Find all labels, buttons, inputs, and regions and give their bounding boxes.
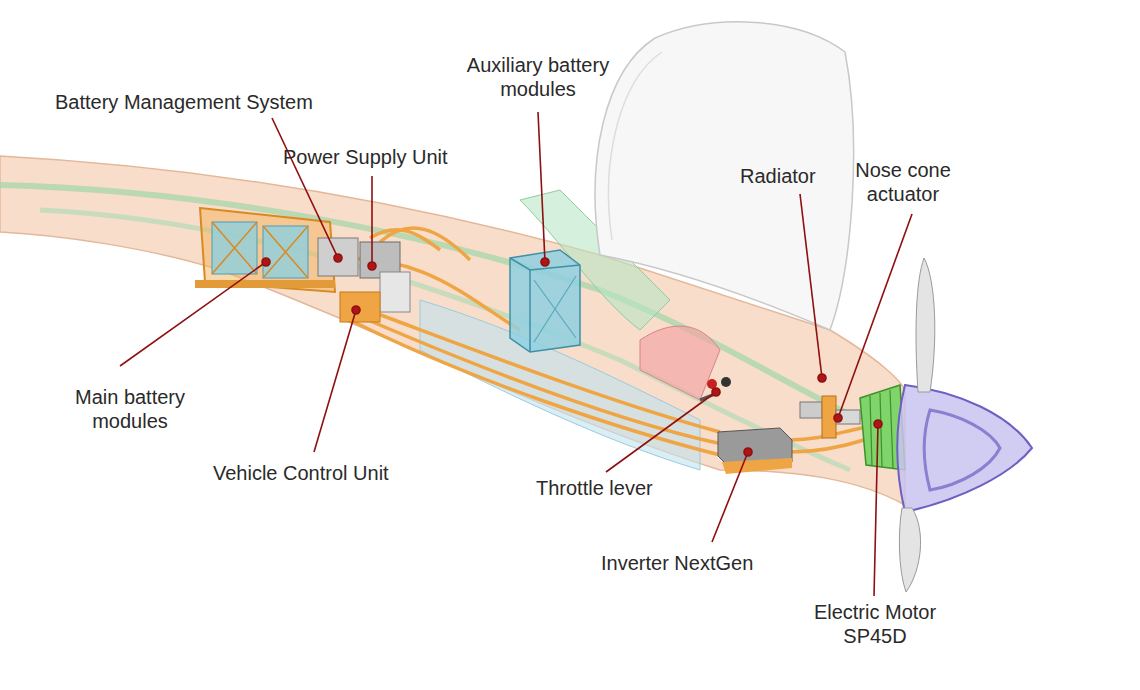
callout-label: Battery Management System <box>55 90 355 114</box>
bms-unit <box>318 238 358 276</box>
radiator-part <box>800 402 822 418</box>
callout-label: Inverter NextGen <box>601 551 791 575</box>
vcu-unit <box>340 292 380 322</box>
nose-vents <box>924 410 1000 490</box>
propeller-blade <box>916 258 935 392</box>
nose-cone <box>898 385 1033 512</box>
callout-label: Nose cone actuator <box>848 158 958 206</box>
power-cables <box>330 228 864 456</box>
callout-label: Electric Motor SP45D <box>795 600 955 648</box>
callout-label: Throttle lever <box>536 476 696 500</box>
propeller-blade <box>899 508 920 592</box>
main-battery <box>195 208 335 292</box>
canopy-edge <box>609 52 662 240</box>
inverter <box>718 428 792 474</box>
callout-label: Power Supply Unit <box>283 145 483 169</box>
callout-label: Radiator <box>740 164 850 188</box>
aux-battery <box>510 250 580 352</box>
throttle <box>700 377 731 400</box>
callout-label: Auxiliary battery modules <box>448 53 628 101</box>
connector-block <box>380 272 410 312</box>
callout-label: Vehicle Control Unit <box>213 461 443 485</box>
seat <box>640 326 720 400</box>
canopy <box>595 22 853 330</box>
leader-lines <box>120 112 912 596</box>
callout-label: Main battery modules <box>55 385 205 433</box>
